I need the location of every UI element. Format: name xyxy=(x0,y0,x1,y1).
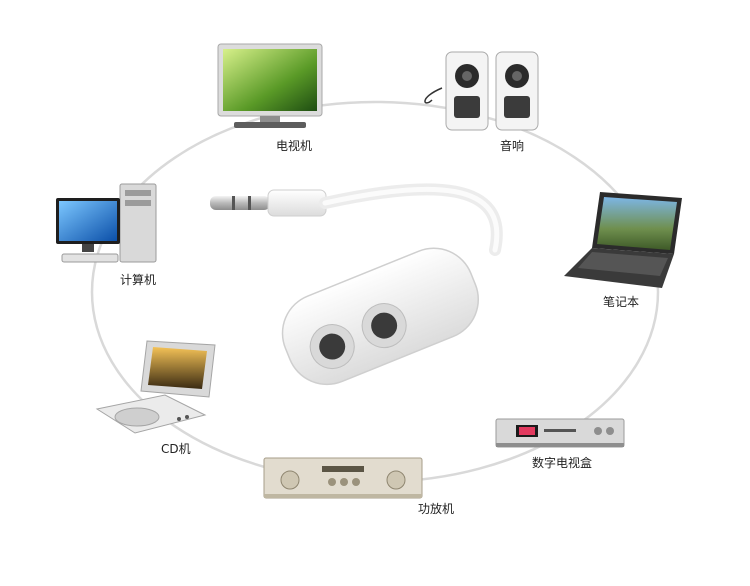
settop-label: 数字电视盒 xyxy=(532,456,593,470)
speakers-icon xyxy=(424,51,539,131)
tv-icon xyxy=(217,43,323,128)
amplifier-icon xyxy=(263,457,423,499)
audio-splitter-cable xyxy=(210,183,503,386)
cd-label: CD机 xyxy=(161,442,191,456)
amp-label: 功放机 xyxy=(418,502,455,516)
laptop-icon xyxy=(564,192,682,288)
settop-box-icon xyxy=(495,418,625,448)
speakers-label: 音响 xyxy=(500,139,525,153)
tv-label: 电视机 xyxy=(276,139,313,153)
computer-icon xyxy=(56,183,157,263)
laptop-label: 笔记本 xyxy=(603,295,640,309)
cd-player-icon xyxy=(95,340,216,434)
computer-label: 计算机 xyxy=(120,273,157,287)
